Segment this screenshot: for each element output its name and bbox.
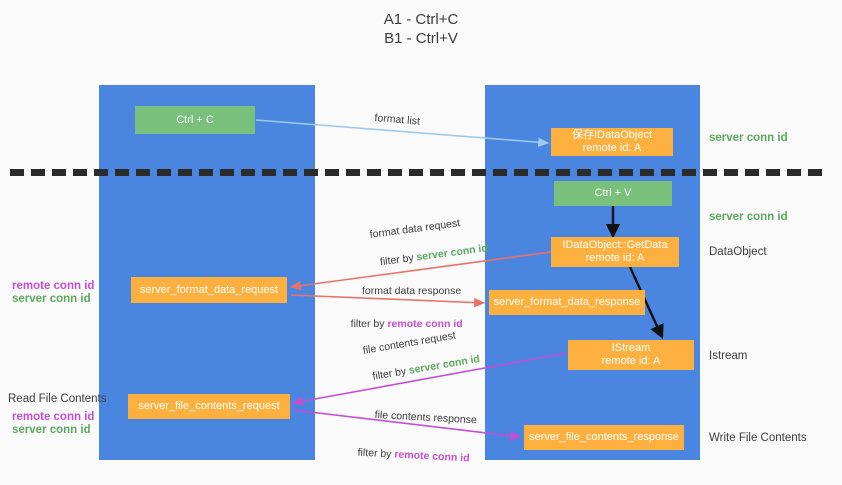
filter-value-server-conn-id: server conn id	[407, 352, 481, 377]
label-dataobject: DataObject	[709, 246, 767, 258]
label-write-file-contents: Write File Contents	[709, 432, 807, 444]
box-server-file-contents-response[interactable]: server_file_contents_response	[524, 425, 684, 450]
label-server-conn-id-2: server conn id	[12, 424, 91, 436]
label-server-conn-id-mid: server conn id	[709, 211, 788, 223]
filter-value-remote-conn-id: remote conn id	[387, 318, 463, 330]
box-idataobject-getdata[interactable]: IDataObject::GetData remote id: A	[551, 237, 679, 267]
filter-value-server-conn-id: server conn id	[415, 242, 489, 264]
box-server-format-data-request[interactable]: server_format_data_request	[131, 277, 287, 303]
label-read-file-contents: Read File Contents	[8, 393, 107, 405]
edge-label-format-data-response-filter: filter by remote conn id	[339, 305, 463, 344]
label-remote-conn-id-1: remote conn id	[12, 280, 95, 292]
box-server-format-data-response[interactable]: server_format_data_response	[489, 290, 645, 315]
label-istream: Istream	[709, 350, 748, 362]
box-server-file-contents-request[interactable]: server_file_contents_request	[128, 394, 290, 419]
filter-prefix: filter by	[379, 251, 418, 269]
phase-divider	[10, 169, 822, 176]
page-title: A1 - Ctrl+C B1 - Ctrl+V	[383, 11, 459, 47]
filter-prefix: filter by	[371, 364, 410, 383]
edge-label-file-contents-response: file contents response	[374, 409, 478, 427]
box-istream[interactable]: IStream remote id: A	[568, 340, 694, 370]
filter-prefix: filter by	[350, 318, 388, 330]
edge-label-file-contents-response-filter: filter by remote conn id	[345, 433, 471, 478]
box-save-idataobject[interactable]: 保存IDataObject remote id: A	[551, 128, 673, 156]
label-server-conn-id-top: server conn id	[709, 132, 788, 144]
label-remote-conn-id-2: remote conn id	[12, 411, 95, 423]
filter-prefix: filter by	[357, 446, 395, 461]
edge-label-format-list: format list	[374, 112, 421, 128]
box-ctrl-c[interactable]: Ctrl + C	[135, 106, 255, 134]
filter-value-remote-conn-id: remote conn id	[394, 448, 470, 465]
edge-label-format-data-response: format data response	[362, 285, 462, 297]
box-ctrl-v[interactable]: Ctrl + V	[554, 181, 672, 206]
label-server-conn-id-1: server conn id	[12, 293, 91, 305]
